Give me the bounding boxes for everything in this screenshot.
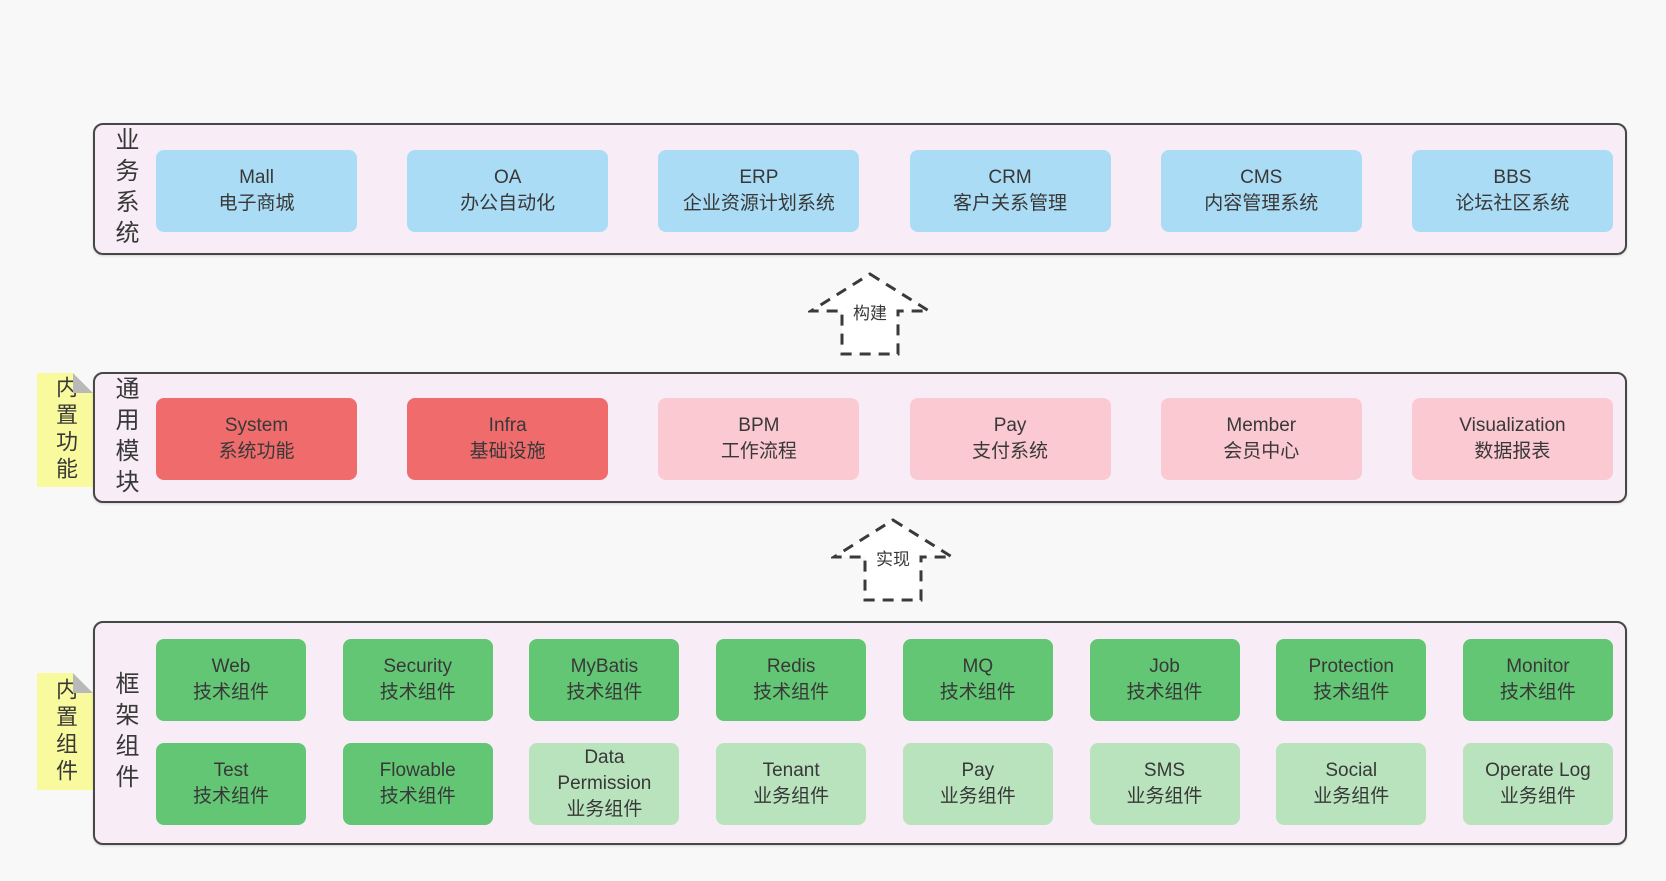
box-protection: Protection 技术组件 — [1276, 639, 1427, 721]
box-sms: SMS 业务组件 — [1089, 743, 1240, 825]
box-test: Test 技术组件 — [156, 743, 306, 825]
box-operate-log: Operate Log 业务组件 — [1462, 743, 1613, 825]
sticky-note-label: 内置组件 — [53, 677, 78, 786]
box-social: Social 业务组件 — [1276, 743, 1427, 825]
implement-arrow-label: 实现 — [873, 545, 913, 570]
box-mq: MQ 技术组件 — [902, 639, 1053, 721]
panel-framework-components: 框架组件 Web 技术组件 Security 技术组件 MyBatis 技术组件… — [93, 621, 1627, 845]
layer-title-business: 业务系统 — [111, 127, 138, 251]
sticky-note-built-in-components: 内置组件 — [37, 673, 93, 790]
box-infra: Infra 基础设施 — [407, 398, 609, 480]
box-member: Member 会员中心 — [1160, 398, 1362, 480]
box-data-permission: Data Permission 业务组件 — [529, 743, 680, 825]
build-arrow-label: 构建 — [850, 299, 890, 324]
box-pay-component: Pay 业务组件 — [902, 743, 1053, 825]
sticky-note-label: 内置功能 — [53, 376, 78, 484]
box-redis: Redis 技术组件 — [716, 639, 867, 721]
box-erp: ERP 企业资源计划系统 — [658, 150, 860, 232]
box-visualization: Visualization 数据报表 — [1411, 398, 1613, 480]
box-mall: Mall 电子商城 — [156, 150, 357, 232]
box-pay-module: Pay 支付系统 — [909, 398, 1111, 480]
box-job: Job 技术组件 — [1089, 639, 1240, 721]
framework-box-row-1: Web 技术组件 Security 技术组件 MyBatis 技术组件 Redi… — [156, 639, 1613, 721]
implement-arrow-icon: 实现 — [831, 517, 955, 603]
framework-box-row-2: Test 技术组件 Flowable 技术组件 Data Permission … — [156, 743, 1613, 825]
build-arrow-icon: 构建 — [808, 271, 932, 357]
business-box-row: Mall 电子商城 OA 办公自动化 ERP 企业资源计划系统 CRM 客户关系… — [156, 150, 1613, 232]
box-oa: OA 办公自动化 — [407, 150, 609, 232]
sticky-fold-icon — [73, 673, 93, 693]
panel-common-modules: 通用模块 System 系统功能 Infra 基础设施 BPM 工作流程 Pay… — [93, 372, 1627, 503]
box-monitor: Monitor 技术组件 — [1462, 639, 1613, 721]
box-cms: CMS 内容管理系统 — [1160, 150, 1362, 232]
layer-title-framework: 框架组件 — [111, 671, 138, 795]
sticky-fold-icon — [73, 373, 93, 393]
box-system: System 系统功能 — [156, 398, 357, 480]
sticky-note-built-in-functions: 内置功能 — [37, 373, 93, 487]
modules-box-row: System 系统功能 Infra 基础设施 BPM 工作流程 Pay 支付系统… — [156, 398, 1613, 480]
box-flowable: Flowable 技术组件 — [342, 743, 493, 825]
box-web: Web 技术组件 — [156, 639, 306, 721]
layer-title-modules: 通用模块 — [111, 375, 138, 500]
box-crm: CRM 客户关系管理 — [909, 150, 1111, 232]
box-tenant: Tenant 业务组件 — [716, 743, 867, 825]
box-bbs: BBS 论坛社区系统 — [1411, 150, 1613, 232]
box-bpm: BPM 工作流程 — [658, 398, 860, 480]
panel-business-systems: 业务系统 Mall 电子商城 OA 办公自动化 ERP 企业资源计划系统 CRM… — [93, 123, 1627, 255]
box-mybatis: MyBatis 技术组件 — [529, 639, 680, 721]
box-security: Security 技术组件 — [342, 639, 493, 721]
